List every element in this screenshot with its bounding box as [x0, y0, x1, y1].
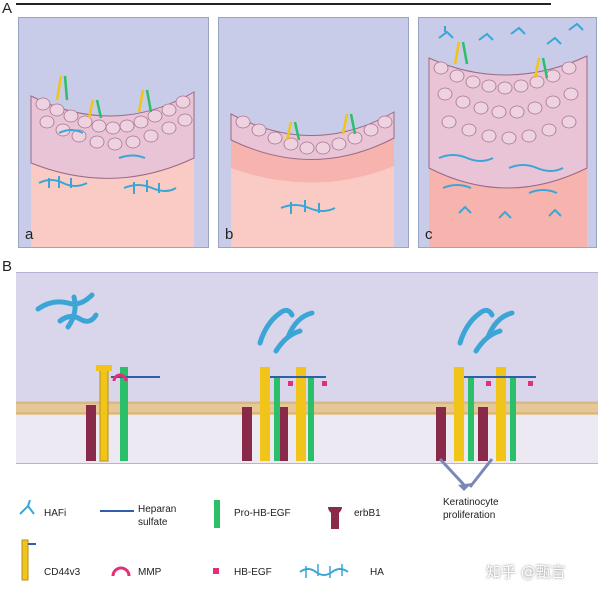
- heparan-sulfate-icon: [100, 510, 134, 512]
- proliferation-arrows: [438, 457, 494, 491]
- panel-b-label: b: [225, 226, 234, 243]
- cd44v3-icon: [21, 539, 36, 581]
- watermark: 知乎 @甄言: [486, 563, 566, 581]
- erbb1-icon: [328, 507, 342, 529]
- section-b-diagram: [16, 272, 598, 464]
- receptor-group-1: [86, 365, 160, 462]
- keratinocyte-annotation: Keratinocyte proliferation: [443, 497, 499, 521]
- panel-b: b: [218, 17, 409, 248]
- panel-a-label: a: [25, 226, 34, 243]
- legend-mmp-label: MMP: [138, 567, 162, 578]
- panel-c-label: c: [425, 226, 433, 243]
- mmp-icon: [111, 566, 131, 577]
- legend-ha-label: HA: [370, 567, 384, 578]
- ha-icon: [299, 564, 349, 578]
- panel-a-illustration: [30, 75, 195, 247]
- receptor-group-3: [436, 307, 536, 461]
- panel-c: c: [418, 17, 597, 248]
- panel-b-illustration: [230, 111, 395, 247]
- pro-hb-egf-icon: [214, 500, 220, 528]
- legend-erbb1-label: erbB1: [354, 508, 381, 519]
- legend-heparan-label: Heparan sulfate: [138, 504, 177, 528]
- legend-hb-egf-label: HB-EGF: [234, 567, 272, 578]
- legend-hafi-label: HAFi: [44, 508, 67, 519]
- section-a-label: A: [2, 0, 13, 17]
- top-rule: [16, 3, 551, 5]
- hb-egf-icon: [213, 568, 219, 574]
- section-b-label: B: [2, 258, 13, 275]
- free-hafi-fragment: [35, 292, 99, 330]
- hafi-legend-icon: [19, 500, 35, 515]
- panel-c-illustration: [428, 22, 588, 247]
- legend-cd44v3-label: CD44v3: [44, 567, 81, 578]
- receptor-diagram: [16, 292, 598, 463]
- receptor-group-2: [242, 307, 327, 461]
- legend-pro-hb-egf-label: Pro-HB-EGF: [234, 508, 291, 519]
- panel-a: a: [18, 17, 209, 248]
